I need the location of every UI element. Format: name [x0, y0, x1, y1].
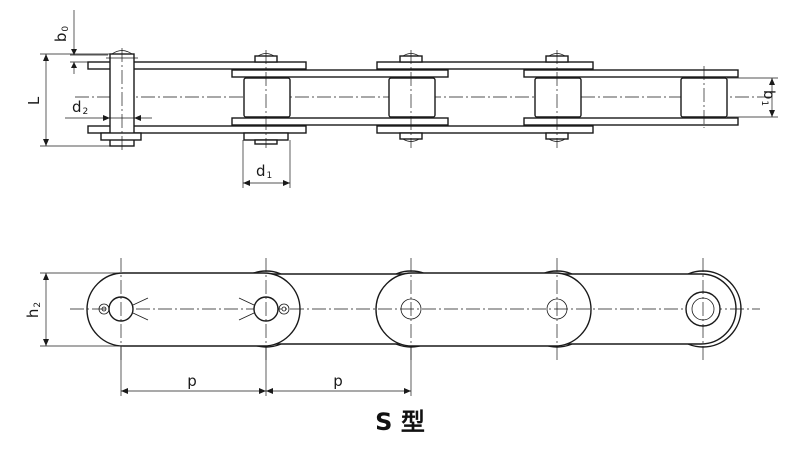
roller-1: [243, 77, 291, 118]
dimension-b1: b1: [727, 77, 778, 118]
label-b1: b1: [759, 90, 778, 106]
top-view: b0 L d2 d1: [25, 10, 778, 188]
outer-plate-bottom-2: [376, 125, 594, 134]
label-d1: d1: [256, 162, 272, 181]
roller-3: [534, 77, 582, 118]
dimension-L: L: [25, 53, 110, 147]
side-outer-plate-1: [86, 272, 301, 347]
label-h2: h2: [24, 302, 43, 318]
label-p-1: p: [187, 372, 197, 390]
dimension-h2: h2: [24, 272, 125, 347]
outer-plate-top-2: [376, 61, 594, 70]
dimension-d2: d2: [65, 98, 152, 121]
label-p-2: p: [333, 372, 343, 390]
outer-plate-bottom-1: [87, 125, 307, 134]
label-L: L: [25, 96, 43, 105]
side-view: h2 p p: [24, 258, 760, 396]
inner-plate-top-1: [231, 69, 449, 78]
outer-plate-top-1: [87, 61, 307, 70]
label-b0: b0: [52, 26, 71, 43]
drawing-caption: S 型: [375, 408, 425, 436]
dimension-b0: b0: [52, 10, 108, 74]
label-d2: d2: [72, 98, 88, 117]
dimension-p: p p: [120, 346, 412, 396]
roller-2: [388, 77, 436, 118]
inner-plate-top-2: [523, 69, 739, 78]
inner-plate-bottom-1: [231, 117, 449, 126]
inner-plate-bottom-2: [523, 117, 739, 126]
side-outer-plate-2: [375, 272, 592, 347]
dimension-d1: d1: [242, 140, 291, 188]
